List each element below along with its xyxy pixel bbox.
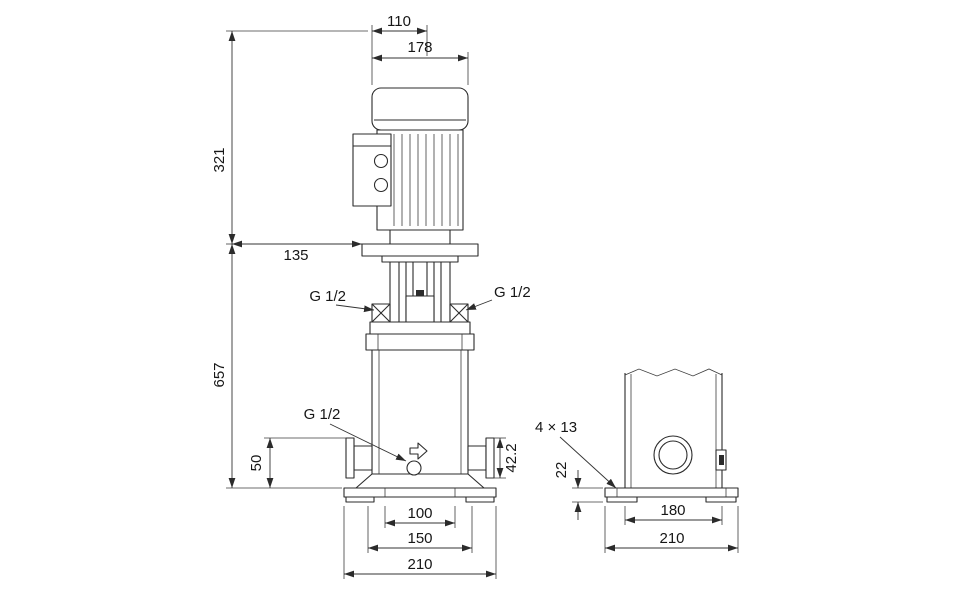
base-flare-left xyxy=(355,473,373,489)
dim-22-label: 22 xyxy=(553,462,570,479)
bolt-holes-label: 4 × 13 xyxy=(535,419,577,436)
dimension-50: 50 xyxy=(248,437,346,488)
side-boss-plug xyxy=(719,455,724,465)
dimension-110: 110 xyxy=(371,13,428,85)
stay-bolt-left xyxy=(398,261,407,323)
label-g12-drain: G 1/2 xyxy=(304,406,407,462)
drain-plug-hole xyxy=(406,460,422,476)
motor-neck xyxy=(389,229,451,245)
base-plate xyxy=(343,487,497,498)
motor-fan-cover xyxy=(371,87,469,131)
dimensions: 110 178 321 135 657 G 1/2 xyxy=(211,13,739,579)
dimension-180: 180 xyxy=(624,502,723,525)
side-view xyxy=(604,368,739,503)
drain-plug xyxy=(406,442,428,476)
dim-100-label: 100 xyxy=(407,505,432,522)
dimension-100: 100 xyxy=(384,505,456,528)
dimension-321: 321 xyxy=(211,30,368,244)
base-foot-right xyxy=(465,496,495,503)
vent-port-right xyxy=(449,303,469,323)
discharge-flange xyxy=(485,437,495,479)
dim-178-label: 178 xyxy=(407,39,432,56)
g12-top-left-label: G 1/2 xyxy=(309,288,346,305)
flow-direction-icon xyxy=(409,442,428,460)
motor-cooling-fins xyxy=(393,134,459,226)
dim-110-label: 110 xyxy=(387,13,411,30)
terminal-box xyxy=(352,133,392,207)
cable-entry-hole-bottom xyxy=(373,177,389,193)
label-g12-top-right: G 1/2 xyxy=(465,284,531,311)
motor-flange-plate xyxy=(361,243,479,257)
suction-flange xyxy=(345,437,355,479)
dimension-150: 150 xyxy=(367,506,473,553)
stay-bolt-right xyxy=(433,261,442,323)
dimension-210-front: 210 xyxy=(343,506,497,579)
break-line xyxy=(624,368,723,377)
pump-head xyxy=(365,321,475,351)
dim-657-label: 657 xyxy=(211,362,228,387)
g12-top-right-label: G 1/2 xyxy=(494,284,531,301)
flange-step xyxy=(381,255,459,263)
dimension-178: 178 xyxy=(372,39,469,85)
label-g12-top-left: G 1/2 xyxy=(309,288,375,313)
port-circle-inner xyxy=(658,440,688,470)
coupling-section xyxy=(361,229,479,323)
base-flare-right xyxy=(467,473,485,489)
coupling-keyway xyxy=(416,290,424,296)
suction-port xyxy=(345,437,373,479)
motor xyxy=(352,87,469,231)
dim-135-label: 135 xyxy=(283,247,308,264)
label-bolt-holes: 4 × 13 xyxy=(535,419,617,489)
coupling xyxy=(405,295,435,323)
dim-210-front-label: 210 xyxy=(407,556,432,573)
g12-drain-label: G 1/2 xyxy=(304,406,341,423)
suction-pipe xyxy=(353,445,373,471)
vent-port-left xyxy=(371,303,391,323)
cable-entry-hole-top xyxy=(373,153,389,169)
dim-50-label: 50 xyxy=(248,455,265,472)
head-flange xyxy=(365,333,475,351)
dim-180-label: 180 xyxy=(660,502,685,519)
head-top xyxy=(369,321,471,335)
dim-321-label: 321 xyxy=(211,147,228,172)
dimension-42-2: 42.2 xyxy=(486,437,520,479)
foundation-foot-left xyxy=(606,496,638,503)
dim-42-2-label: 42.2 xyxy=(503,443,520,472)
dim-150-label: 150 xyxy=(407,530,432,547)
base-foot-left xyxy=(345,496,375,503)
dim-210-base-label: 210 xyxy=(659,530,684,547)
dimension-657: 657 xyxy=(211,244,342,489)
foundation-foot-right xyxy=(705,496,737,503)
dimension-22: 22 xyxy=(553,462,603,520)
dimension-210-base: 210 xyxy=(604,506,739,553)
discharge-pipe xyxy=(467,445,487,471)
front-view xyxy=(343,87,497,503)
pump-base xyxy=(343,473,497,503)
foundation-plate xyxy=(604,487,739,498)
